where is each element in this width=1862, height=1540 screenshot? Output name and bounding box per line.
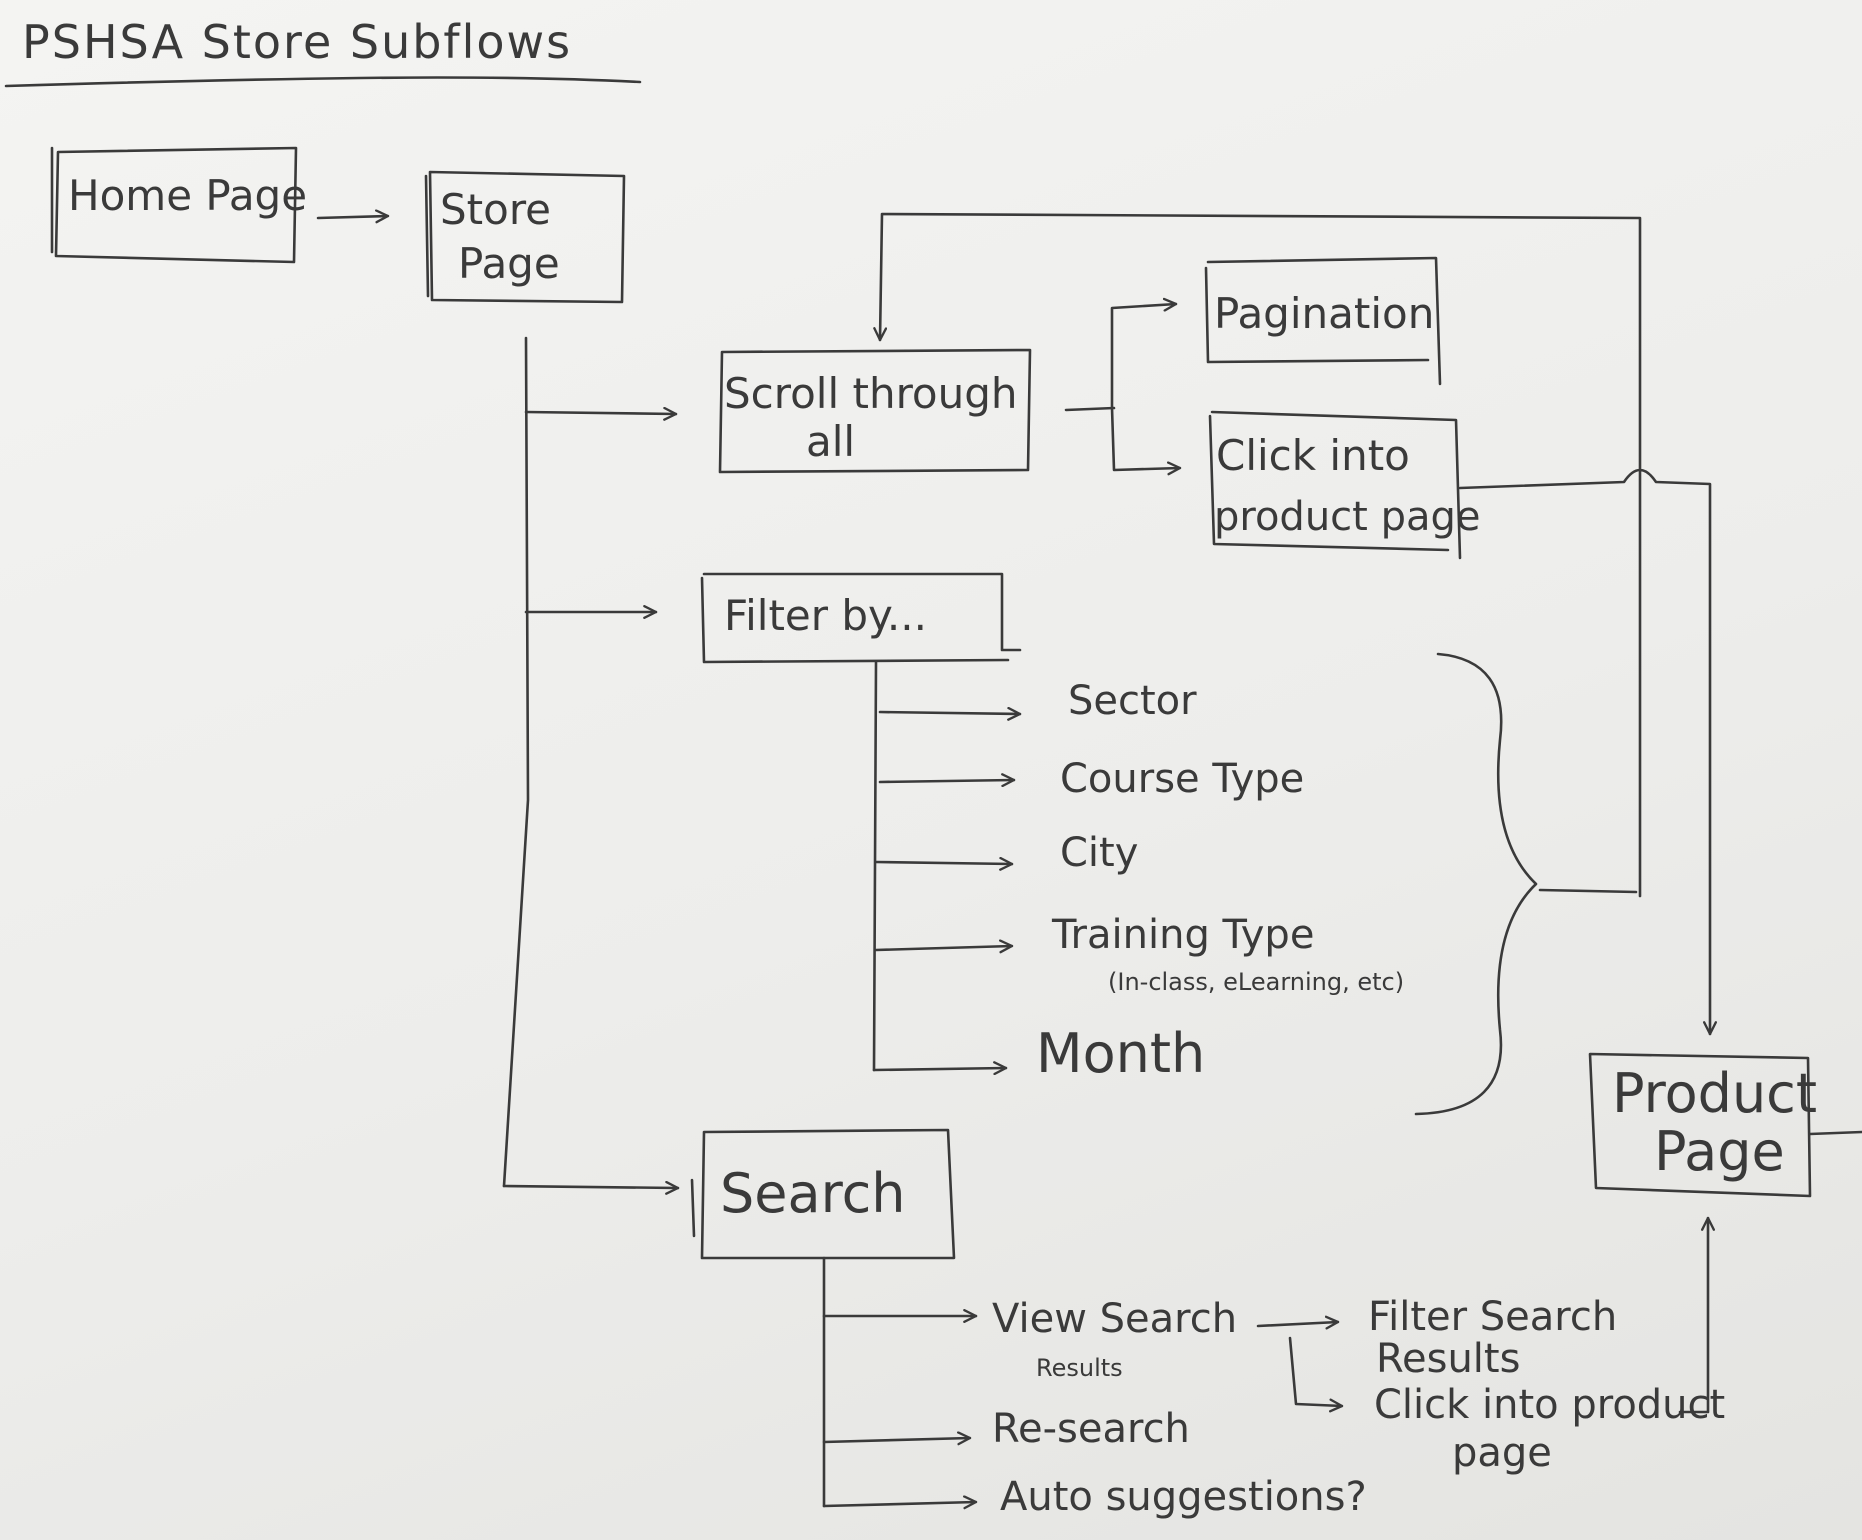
filter-node: Filter by... bbox=[700, 572, 1022, 664]
product-page-box bbox=[1588, 1052, 1812, 1198]
store-page-label-1: Store bbox=[440, 185, 551, 234]
arrow-to-click-product-from-search bbox=[1288, 1336, 1344, 1413]
search-node: Search bbox=[690, 1128, 956, 1260]
title-underline bbox=[4, 76, 642, 88]
product-page-label-2: Page bbox=[1654, 1120, 1785, 1183]
loop-back-to-scroll bbox=[873, 212, 1642, 898]
arrow-to-month bbox=[872, 1061, 1008, 1076]
diagram-title: PSHSA Store Subflows bbox=[22, 15, 572, 69]
product-page-label-1: Product bbox=[1612, 1062, 1817, 1125]
arrow-to-research bbox=[822, 1431, 972, 1446]
arrow-to-sector bbox=[878, 706, 1022, 721]
view-results-label-2: Results bbox=[1036, 1354, 1123, 1382]
filter-group-brace bbox=[1414, 652, 1538, 1116]
arrow-click-to-product-page bbox=[1458, 468, 1717, 1036]
arrow-to-city bbox=[874, 856, 1014, 871]
filter-training-type: Training Type bbox=[1051, 912, 1314, 958]
arrow-to-training-type bbox=[874, 939, 1014, 954]
click-product-box bbox=[1208, 410, 1462, 560]
arrow-to-pagination bbox=[1110, 297, 1178, 410]
arrow-to-auto-suggestions bbox=[822, 1495, 978, 1510]
store-page-node: Store Page bbox=[424, 170, 626, 304]
search-click-product-label-2: page bbox=[1452, 1430, 1552, 1476]
product-page-node: Product Page bbox=[1588, 1052, 1862, 1198]
pagination-node: Pagination bbox=[1204, 256, 1442, 386]
arrow-to-click-product bbox=[1110, 406, 1182, 476]
scroll-split-stem bbox=[1064, 406, 1116, 412]
scroll-box bbox=[718, 348, 1032, 474]
arrow-to-search bbox=[502, 1180, 680, 1195]
filter-sector: Sector bbox=[1068, 678, 1197, 724]
arrow-to-course-type bbox=[878, 773, 1016, 788]
view-results-label-1: View Search bbox=[992, 1296, 1237, 1342]
store-page-label-2: Page bbox=[458, 239, 560, 288]
search-label: Search bbox=[720, 1162, 906, 1225]
home-page-label: Home Page bbox=[68, 171, 307, 220]
filter-results-label-1: Filter Search bbox=[1368, 1294, 1617, 1340]
filter-trunk-line bbox=[872, 660, 878, 1072]
scroll-label-1: Scroll through bbox=[724, 369, 1018, 418]
brace-to-loop-line bbox=[1538, 888, 1638, 894]
home-page-node: Home Page bbox=[50, 146, 307, 264]
arrow-home-to-store bbox=[316, 209, 390, 224]
filter-training-type-note: (In-class, eLearning, etc) bbox=[1108, 968, 1404, 996]
click-product-node: Click into product page bbox=[1208, 410, 1480, 560]
filter-label: Filter by... bbox=[724, 591, 927, 640]
store-trunk-line bbox=[502, 336, 530, 1188]
scroll-label-2: all bbox=[806, 417, 855, 466]
filter-course-type: Course Type bbox=[1060, 756, 1304, 802]
pagination-label: Pagination bbox=[1214, 289, 1434, 338]
home-page-box bbox=[50, 146, 298, 264]
filter-city: City bbox=[1060, 830, 1138, 876]
store-page-box bbox=[424, 170, 626, 304]
filter-results-label-2: Results bbox=[1376, 1336, 1520, 1382]
click-product-label-2: product page bbox=[1214, 494, 1480, 540]
arrow-search-to-product-page bbox=[1678, 1216, 1715, 1414]
click-product-label-1: Click into bbox=[1216, 431, 1410, 480]
search-box bbox=[690, 1128, 956, 1260]
pagination-box bbox=[1204, 256, 1442, 386]
arrow-to-filter-results bbox=[1256, 1315, 1340, 1330]
filter-month: Month bbox=[1036, 1022, 1205, 1085]
scroll-node: Scroll through all bbox=[718, 348, 1032, 474]
product-page-exit-line bbox=[1808, 1130, 1862, 1136]
search-click-product-label-1: Click into product bbox=[1374, 1382, 1725, 1428]
research-label: Re-search bbox=[992, 1406, 1190, 1452]
filter-box bbox=[700, 572, 1022, 664]
auto-suggestions-label: Auto suggestions? bbox=[1000, 1474, 1367, 1520]
arrow-to-scroll bbox=[524, 406, 678, 421]
